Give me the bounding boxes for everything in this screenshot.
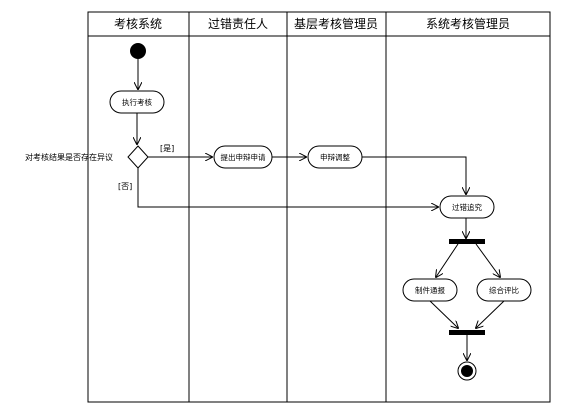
lane-title-system-admin: 系统考核管理员 <box>426 16 510 31</box>
flow-fork-to-notice <box>436 243 459 277</box>
initial-node <box>130 43 146 59</box>
swimlane-frame <box>87 11 551 403</box>
action-submit-appeal-label: 提出申辩申请 <box>221 152 266 162</box>
final-node-outer <box>457 361 477 381</box>
flow-rating-to-join <box>476 300 505 328</box>
lane-title-local-admin: 基层考核管理员 <box>294 16 378 31</box>
lane-title-responsible-person: 过错责任人 <box>208 17 268 31</box>
decision-yes-label: [是] <box>160 144 174 153</box>
fork-bar <box>449 239 485 244</box>
action-fault-accountability-label: 过错追究 <box>452 202 482 212</box>
flow-notice-to-join <box>429 300 458 328</box>
flow-adjust-to-accountability <box>362 156 466 194</box>
decision-question: 对考核结果是否存在异议 <box>25 152 113 162</box>
action-execute-review-label: 执行考核 <box>122 97 152 107</box>
decision-node <box>127 145 149 169</box>
decision-no-label: [否] <box>118 182 132 191</box>
action-overall-rating-label: 综合评比 <box>489 285 519 295</box>
join-bar <box>449 330 485 335</box>
final-node-inner <box>461 365 473 377</box>
action-component-notice-label: 制件通报 <box>415 285 445 295</box>
action-appeal-adjust-label: 申辩调整 <box>320 152 350 162</box>
flow-no-to-accountability <box>137 168 438 207</box>
action-fault-accountability <box>439 195 495 219</box>
flow-fork-to-rating <box>475 243 500 277</box>
lane-title-review-system: 考核系统 <box>114 17 162 31</box>
